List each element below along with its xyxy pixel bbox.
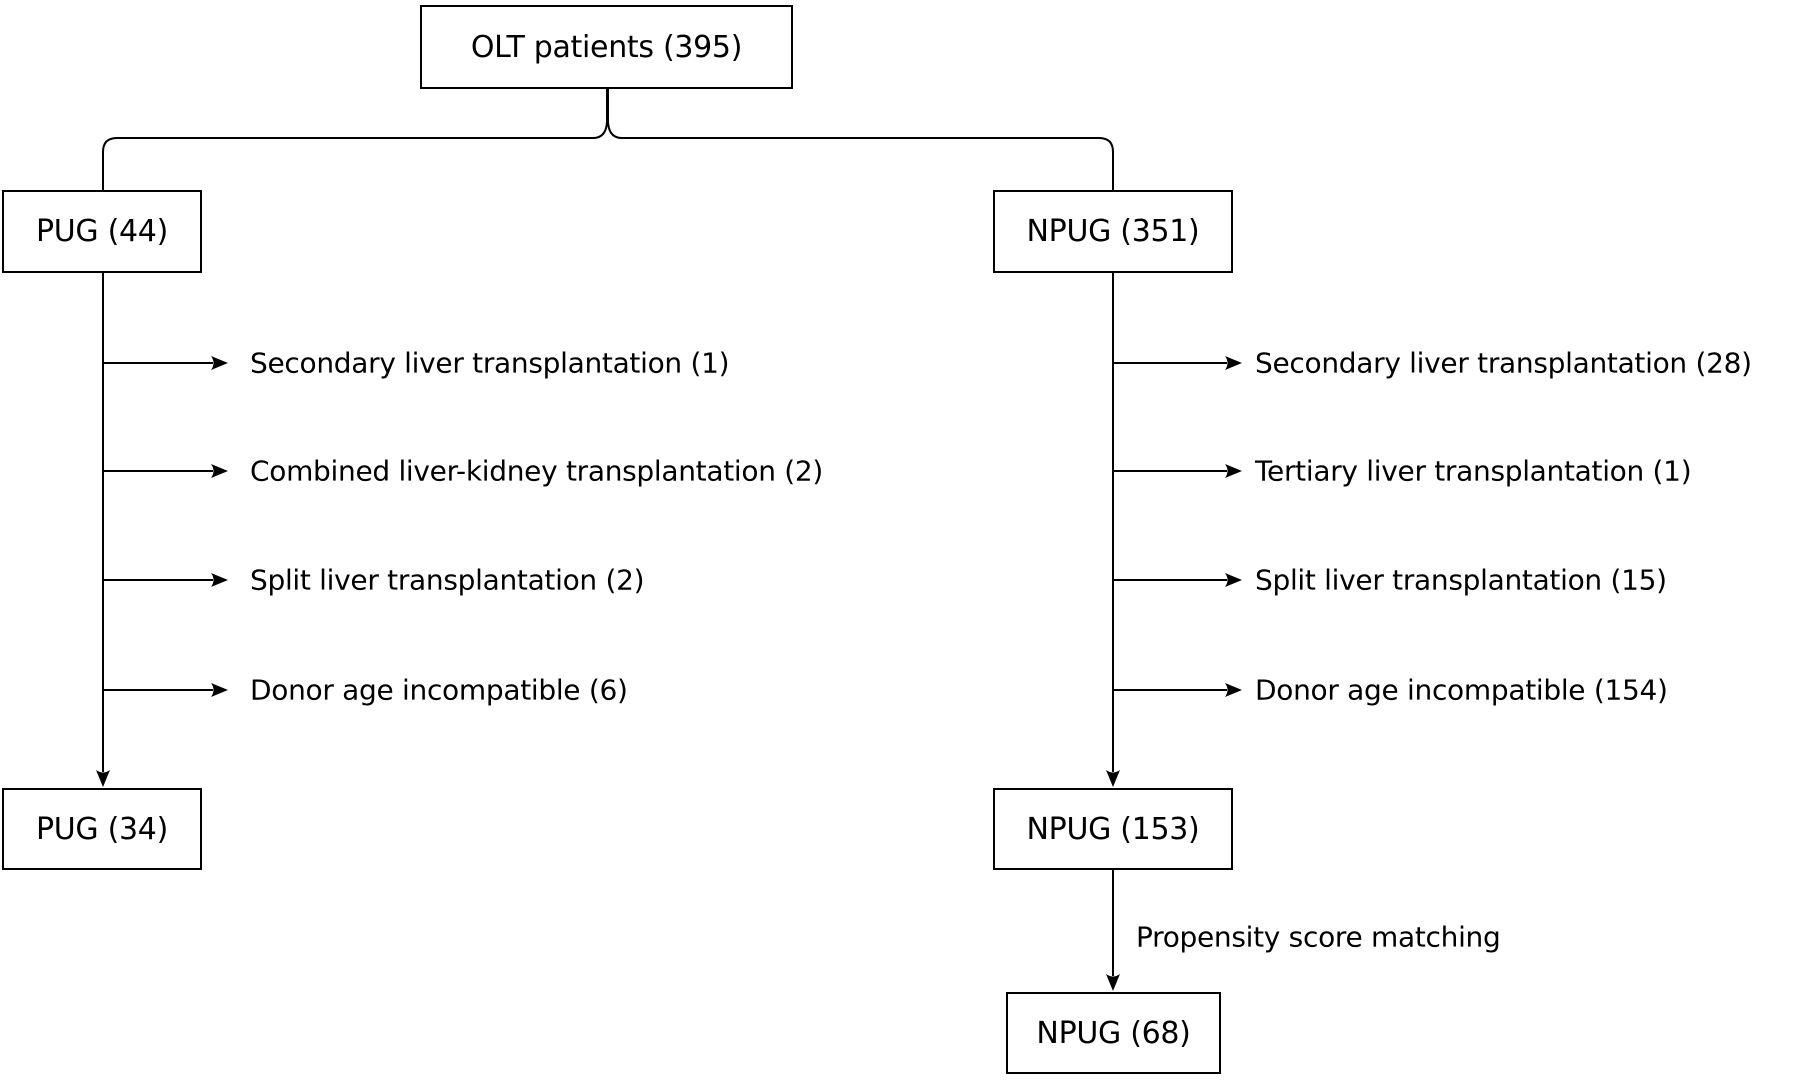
node-npug-matched: NPUG (68) (1006, 992, 1221, 1074)
propensity-matching-label: Propensity score matching (1136, 920, 1501, 954)
node-pug-after-exclusion: PUG (34) (2, 788, 202, 870)
node-pug-after-exclusion-label: PUG (34) (35, 811, 168, 847)
npug-exclusion-label: Split liver transplantation (15) (1255, 563, 1667, 597)
arrowhead-down (1106, 770, 1120, 787)
arrowhead-right (1225, 573, 1242, 587)
arrowhead-right (211, 464, 228, 478)
arrowhead-right (211, 573, 228, 587)
node-npug-matched-label: NPUG (68) (1036, 1015, 1191, 1051)
node-olt-patients-label: OLT patients (395) (470, 29, 743, 65)
npug-exclusion-label: Donor age incompatible (154) (1255, 673, 1668, 707)
pug-exclusion-label: Combined liver-kidney transplantation (2… (250, 454, 824, 488)
arrowhead-down (1106, 974, 1120, 991)
npug-exclusion-label: Secondary liver transplantation (28) (1255, 346, 1752, 380)
bracket-connector (102, 88, 1114, 190)
arrowhead-right (1225, 464, 1242, 478)
arrowhead-right (1225, 683, 1242, 697)
arrowhead-right (211, 683, 228, 697)
arrowhead-right (1225, 356, 1242, 370)
pug-exclusion-label: Split liver transplantation (2) (250, 563, 645, 597)
node-pug-initial-label: PUG (44) (35, 214, 168, 249)
node-olt-patients: OLT patients (395) (420, 5, 793, 89)
arrowhead-down (96, 770, 110, 787)
arrowhead-right (211, 356, 228, 370)
node-npug-initial: NPUG (351) (993, 190, 1233, 273)
node-npug-initial-label: NPUG (351) (1026, 214, 1200, 249)
node-npug-after-exclusion: NPUG (153) (993, 788, 1233, 870)
npug-exclusion-label: Tertiary liver transplantation (1) (1255, 454, 1692, 488)
pug-exclusion-label: Donor age incompatible (6) (250, 673, 628, 707)
node-pug-initial: PUG (44) (2, 190, 202, 273)
node-npug-after-exclusion-label: NPUG (153) (1026, 811, 1200, 847)
pug-exclusion-label: Secondary liver transplantation (1) (250, 346, 730, 380)
